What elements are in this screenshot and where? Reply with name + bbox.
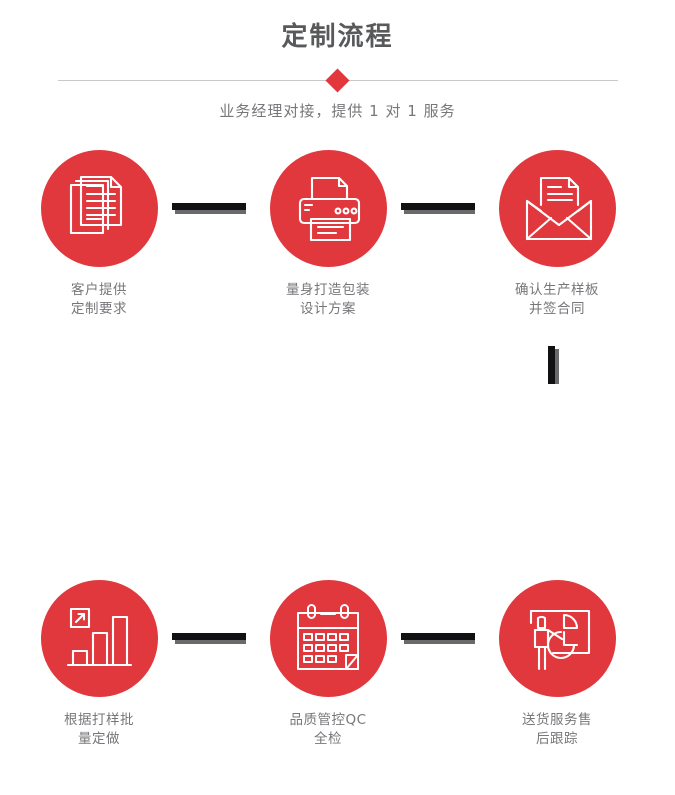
step-3-label-line2: 并签合同 [529, 301, 585, 317]
process-step-3[interactable]: 确认生产样板 并签合同 [472, 150, 642, 319]
presenter-pie-chart-icon [529, 609, 591, 670]
bar-chart-growth-icon [66, 607, 133, 666]
step-6-circle[interactable] [498, 580, 616, 697]
step-5-label-line1: 品质管控QC [289, 712, 367, 728]
process-step-1[interactable]: 客户提供 定制要求 [14, 150, 184, 319]
page-title: 定制流程 [281, 22, 394, 52]
step-2-circle[interactable] [269, 150, 387, 267]
step-1-label: 客户提供 定制要求 [14, 281, 184, 319]
step-4-circle[interactable] [40, 580, 158, 697]
connector-step1-step2 [172, 203, 246, 214]
step-2-label: 量身打造包装 设计方案 [243, 281, 413, 319]
process-step-2[interactable]: 量身打造包装 设计方案 [243, 150, 413, 319]
process-step-4[interactable]: 根据打样批 量定做 [14, 580, 184, 749]
step-2-label-line2: 设计方案 [300, 301, 356, 317]
step-5-label: 品质管控QC 全检 [243, 711, 413, 749]
step-4-label-line2: 量定做 [78, 731, 120, 747]
documents-stack-icon [69, 175, 123, 234]
connector-shadow [175, 640, 246, 644]
step-3-label-line1: 确认生产样板 [515, 282, 599, 298]
step-4-label-line1: 根据打样批 [64, 712, 134, 728]
connector-shadow [175, 210, 246, 214]
step-3-circle[interactable] [498, 150, 616, 267]
connector-bar [401, 203, 475, 210]
step-6-label-line2: 后跟踪 [536, 731, 578, 747]
process-row-2: 根据打样批 量定做 [0, 580, 675, 795]
step-5-circle[interactable] [269, 580, 387, 697]
customization-process-infographic: 定制流程 业务经理对接，提供 1 对 1 服务 [0, 0, 675, 747]
process-step-5[interactable]: 品质管控QC 全检 [243, 580, 413, 749]
step-1-circle[interactable] [40, 150, 158, 267]
connector-shadow [404, 640, 475, 644]
connector-shadow [555, 349, 559, 384]
connector-bar [548, 346, 555, 384]
process-step-6[interactable]: 送货服务售 后跟踪 [472, 580, 642, 749]
connector-bar [401, 633, 475, 640]
diamond-icon [325, 67, 350, 93]
step-3-label: 确认生产样板 并签合同 [472, 281, 642, 319]
subtitle: 业务经理对接，提供 1 对 1 服务 [219, 102, 456, 120]
step-5-label-line2: 全检 [314, 731, 342, 747]
connector-step3-step6 [548, 346, 559, 384]
header: 定制流程 业务经理对接，提供 1 对 1 服务 [0, 0, 675, 122]
step-1-label-line1: 客户提供 [71, 282, 127, 298]
calendar-check-icon [297, 603, 359, 670]
connector-step4-step5 [172, 633, 246, 644]
envelope-letter-icon [525, 176, 593, 240]
title-divider [57, 67, 618, 93]
connector-shadow [404, 210, 475, 214]
connector-bar [172, 633, 246, 640]
step-4-label: 根据打样批 量定做 [14, 711, 184, 749]
connector-step2-step3 [401, 203, 475, 214]
step-1-label-line2: 定制要求 [71, 301, 127, 317]
step-2-label-line1: 量身打造包装 [286, 282, 370, 298]
process-row-1: 客户提供 定制要求 [0, 150, 675, 384]
connector-bar [172, 203, 246, 210]
process-flow: 客户提供 定制要求 [0, 150, 675, 747]
connector-step5-step6 [401, 633, 475, 644]
printer-icon [298, 176, 361, 241]
step-6-label-line1: 送货服务售 [522, 712, 592, 728]
step-6-label: 送货服务售 后跟踪 [472, 711, 642, 749]
